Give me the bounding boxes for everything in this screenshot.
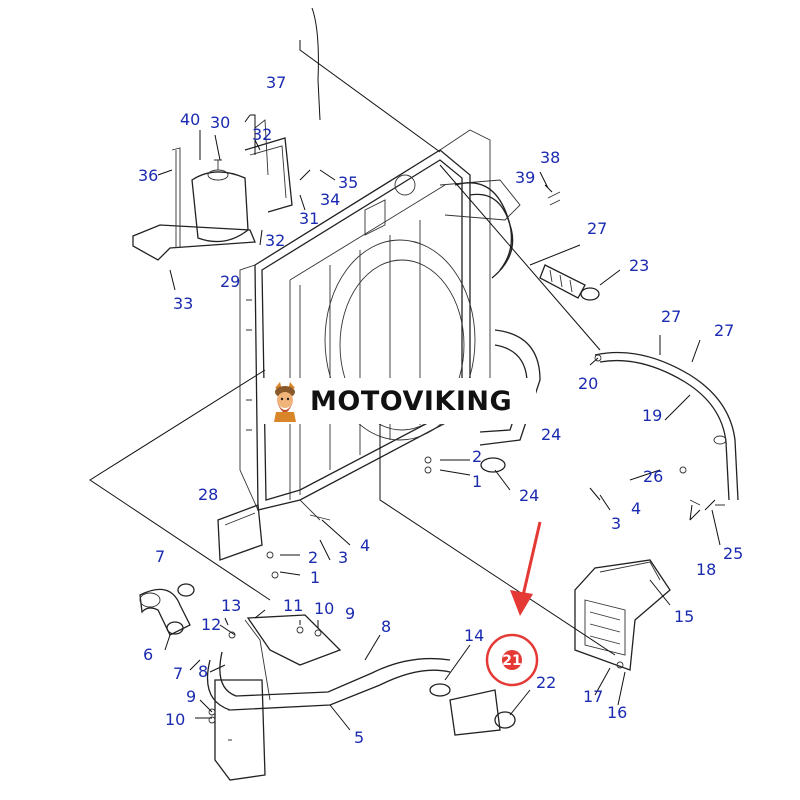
callout-label: 33 <box>173 294 193 313</box>
callout-label: 18 <box>696 560 716 579</box>
callout-label: 24 <box>541 425 561 444</box>
callout-label: 34 <box>320 190 340 209</box>
leader-lines <box>89 7 721 731</box>
callout-label: 9 <box>186 687 196 706</box>
callout-label: 10 <box>165 710 185 729</box>
callout-label: 24 <box>519 486 539 505</box>
callout-label: 29 <box>220 272 240 291</box>
callout-label: 20 <box>578 374 598 393</box>
callout-label: 9 <box>345 604 355 623</box>
elbow-hose <box>139 583 195 636</box>
highlight-arrow <box>510 521 542 616</box>
callout-label: 27 <box>714 321 734 340</box>
lower-pipe <box>206 614 451 781</box>
callout-label: 6 <box>143 645 153 664</box>
right-hose <box>594 351 739 506</box>
callout-label: 10 <box>314 599 334 618</box>
callout-label: 3 <box>338 548 348 567</box>
watermark: MOTOVIKING <box>262 378 536 424</box>
callout-label: 4 <box>360 536 370 555</box>
callout-label: 25 <box>723 544 743 563</box>
callout-label: 8 <box>381 617 391 636</box>
callout-label: 19 <box>642 406 662 425</box>
callout-label: 35 <box>338 173 358 192</box>
callout-label: 32 <box>252 125 272 144</box>
callout-label: 17 <box>583 687 603 706</box>
callout-label: 37 <box>266 73 286 92</box>
callout-label: 38 <box>540 148 560 167</box>
callout-labels: 37 40 30 32 36 35 34 31 32 29 33 38 39 2… <box>138 73 743 747</box>
callout-label: 39 <box>515 168 535 187</box>
hose-21 <box>429 683 516 736</box>
callout-label: 7 <box>155 547 165 566</box>
part-28-block <box>217 504 263 561</box>
callout-label: 5 <box>354 728 364 747</box>
callout-label: 11 <box>283 596 303 615</box>
callout-label: 2 <box>308 548 318 567</box>
callout-label: 26 <box>643 467 663 486</box>
callout-label: 27 <box>661 307 681 326</box>
watermark-text: MOTOVIKING <box>310 385 513 417</box>
callout-label: 4 <box>631 499 641 518</box>
callout-label: 40 <box>180 110 200 129</box>
highlight-dot <box>502 650 522 670</box>
callout-21: 21 <box>502 653 521 669</box>
callout-label: 28 <box>198 485 218 504</box>
callout-label: 13 <box>221 596 241 615</box>
callout-label: 7 <box>173 664 183 683</box>
callout-label: 30 <box>210 113 230 132</box>
highlight-circle <box>485 633 539 687</box>
air-duct <box>574 559 671 671</box>
callout-label: 32 <box>265 231 285 250</box>
callout-label: 1 <box>310 568 320 587</box>
callout-label: 15 <box>674 607 694 626</box>
viking-mascot-logo <box>274 382 296 422</box>
callout-label: 23 <box>629 256 649 275</box>
reservoir-tank <box>132 119 293 261</box>
callout-label: 36 <box>138 166 158 185</box>
callout-label: 12 <box>201 615 221 634</box>
callout-label: 14 <box>464 626 484 645</box>
callout-label: 16 <box>607 703 627 722</box>
callout-label: 8 <box>198 662 208 681</box>
upper-hoses <box>454 182 600 301</box>
callout-label: 1 <box>472 472 482 491</box>
callout-label: 27 <box>587 219 607 238</box>
callout-label: 3 <box>611 514 621 533</box>
callout-label: 22 <box>536 673 556 692</box>
callout-label: 31 <box>299 209 319 228</box>
callout-label: 2 <box>472 447 482 466</box>
